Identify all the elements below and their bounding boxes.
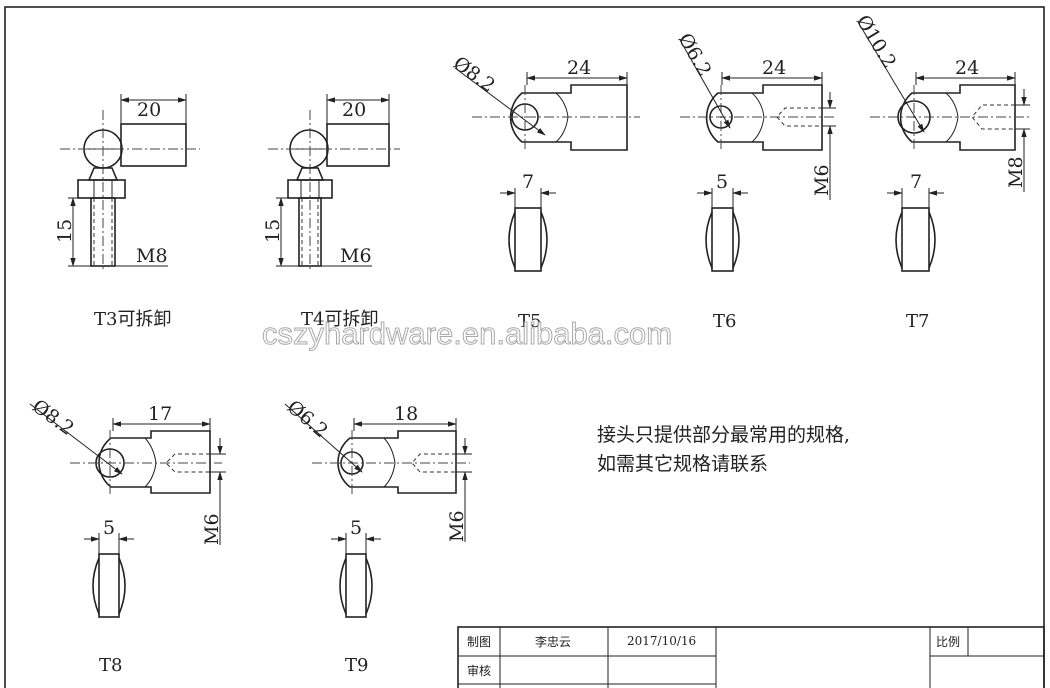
part-t4: 20 15 M6 T4可拆卸 — [262, 94, 400, 330]
t5-label: T5 — [518, 311, 541, 332]
t4-height-dim: 15 — [262, 219, 284, 243]
t3-thread-dim: M8 — [136, 245, 168, 267]
t7-hole-dim: Ø10.2 — [852, 11, 901, 72]
part-t6: Ø6.2 24 M6 5 T6 — [674, 30, 836, 332]
t9-label: T9 — [345, 655, 368, 676]
t5-width-dim: 7 — [522, 171, 534, 193]
t8-thread-dim: M6 — [201, 513, 223, 545]
t9-thread-dim: M6 — [446, 510, 468, 542]
part-t5: Ø8.2 24 7 T5 — [449, 52, 640, 332]
note-line-1: 接头只提供部分最常用的规格, — [597, 424, 850, 446]
t6-thread-dim: M6 — [811, 164, 833, 196]
title-block-drawn-by: 李忠云 — [535, 634, 571, 649]
t7-thread-dim: M8 — [1005, 156, 1027, 188]
t8-hole-dim: Ø8.2 — [28, 395, 78, 440]
part-t7: Ø10.2 24 M8 7 T7 — [852, 11, 1030, 332]
t4-thread-dim: M6 — [340, 245, 372, 267]
t3-length-dim: 20 — [137, 99, 161, 121]
t9-width-dim: 5 — [350, 517, 362, 539]
t6-hole-dim: Ø6.2 — [674, 30, 716, 81]
t7-length-dim: 24 — [955, 57, 979, 79]
title-block-date: 2017/10/16 — [627, 634, 696, 648]
t6-width-dim: 5 — [716, 171, 728, 193]
note-line-2: 如需其它规格请联系 — [597, 453, 768, 475]
t7-label: T7 — [906, 311, 929, 332]
t3-height-dim: 15 — [54, 219, 76, 243]
title-block-drawn-label: 制图 — [467, 635, 491, 649]
t3-label: T3可拆卸 — [94, 309, 171, 330]
title-block-review-label: 审核 — [467, 663, 491, 678]
t4-length-dim: 20 — [342, 99, 366, 121]
part-t9: Ø6.2 18 M6 5 T9 — [283, 396, 472, 676]
t8-length-dim: 17 — [148, 403, 172, 425]
part-t8: Ø8.2 17 M6 5 T8 — [28, 395, 226, 676]
t9-length-dim: 18 — [394, 403, 418, 425]
t5-length-dim: 24 — [567, 57, 591, 79]
t6-length-dim: 24 — [762, 57, 786, 79]
t4-label: T4可拆卸 — [301, 309, 378, 330]
t9-hole-dim: Ø6.2 — [283, 396, 332, 442]
t7-width-dim: 7 — [910, 171, 922, 193]
watermark: cszyhardware.en.alibaba.com — [262, 316, 672, 351]
t6-label: T6 — [713, 311, 736, 332]
title-block: 制图 李忠云 2017/10/16 比例 审核 — [457, 626, 1045, 688]
part-t3: 20 15 M8 T3可拆卸 — [54, 94, 200, 330]
t8-label: T8 — [99, 655, 122, 676]
title-block-scale-label: 比例 — [936, 635, 960, 649]
t8-width-dim: 5 — [103, 517, 115, 539]
sheet-border — [4, 6, 1045, 688]
t5-hole-dim: Ø8.2 — [449, 52, 499, 97]
